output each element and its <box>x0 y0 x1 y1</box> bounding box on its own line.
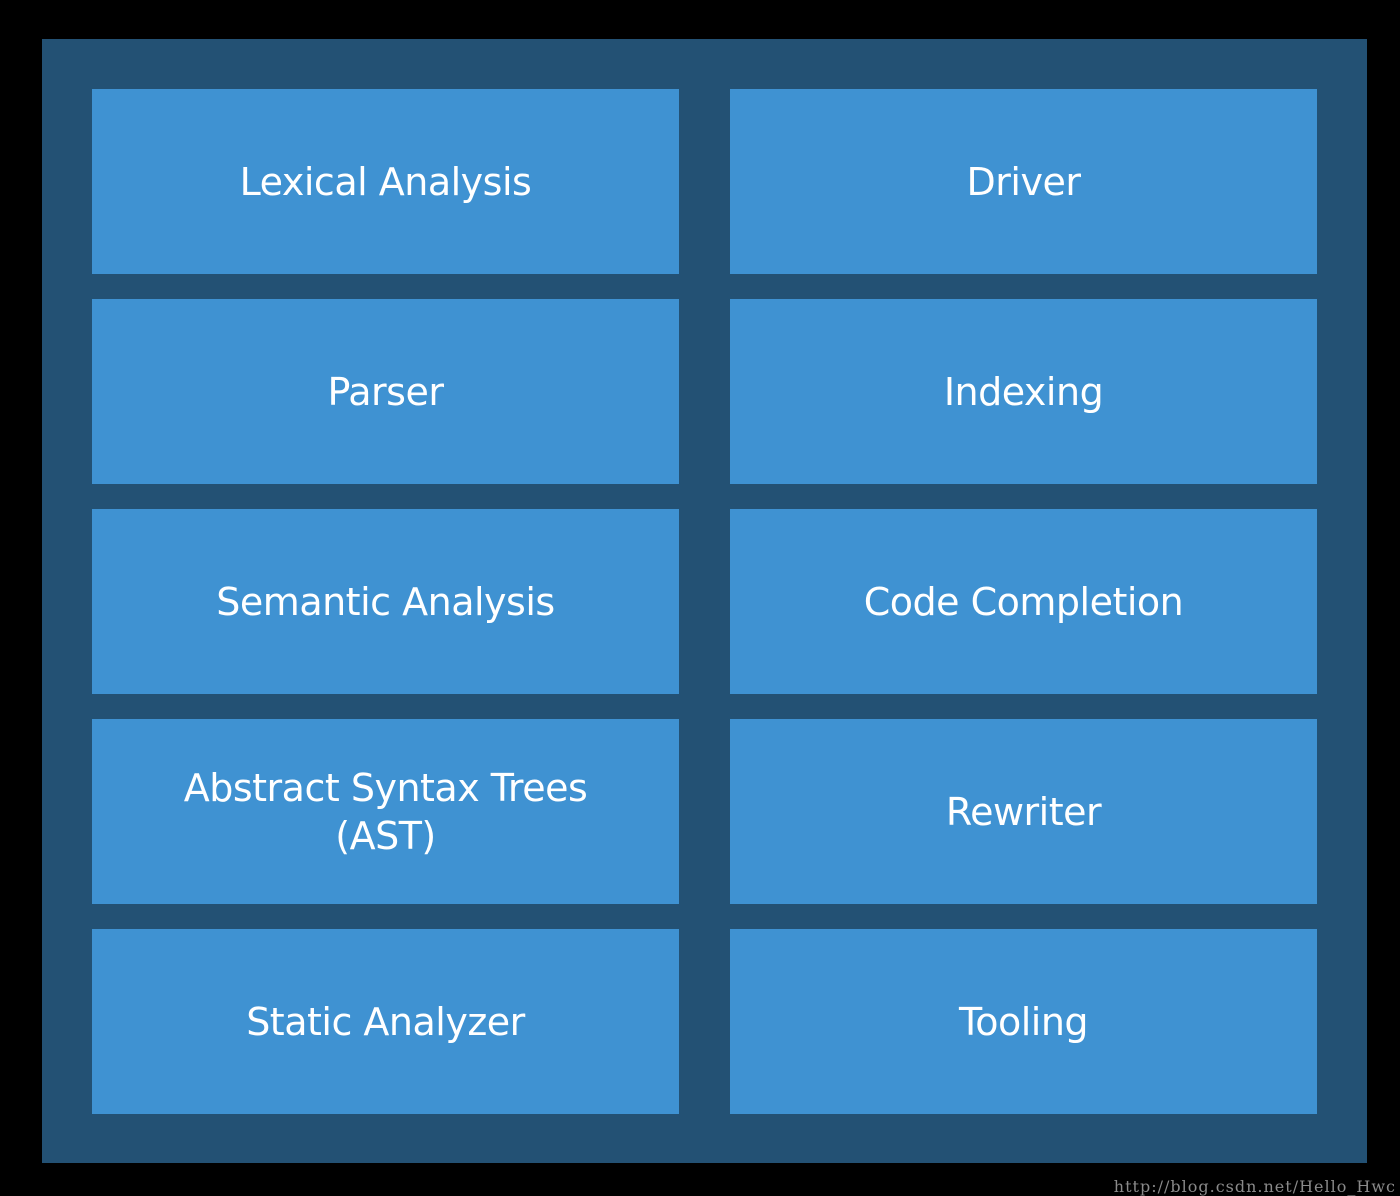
cell-abstract-syntax-trees: Abstract Syntax Trees (AST) <box>92 719 679 904</box>
cell-label: Semantic Analysis <box>216 579 555 624</box>
cell-label: Abstract Syntax Trees (AST) <box>183 765 588 858</box>
cell-label: Code Completion <box>863 579 1184 624</box>
diagram-panel: Lexical Analysis Driver Parser Indexing … <box>42 39 1367 1163</box>
cell-label: Rewriter <box>945 789 1102 834</box>
component-grid: Lexical Analysis Driver Parser Indexing … <box>92 89 1317 1114</box>
cell-driver: Driver <box>730 89 1317 274</box>
cell-lexical-analysis: Lexical Analysis <box>92 89 679 274</box>
cell-label: Parser <box>327 369 444 414</box>
cell-tooling: Tooling <box>730 929 1317 1114</box>
cell-parser: Parser <box>92 299 679 484</box>
cell-label: Tooling <box>958 999 1089 1044</box>
cell-label: Driver <box>966 159 1081 204</box>
cell-label: Indexing <box>943 369 1104 414</box>
cell-code-completion: Code Completion <box>730 509 1317 694</box>
cell-label: Static Analyzer <box>246 999 525 1044</box>
cell-rewriter: Rewriter <box>730 719 1317 904</box>
cell-label: Lexical Analysis <box>239 159 532 204</box>
cell-semantic-analysis: Semantic Analysis <box>92 509 679 694</box>
watermark-url: http://blog.csdn.net/Hello_Hwc <box>1113 1177 1396 1196</box>
cell-indexing: Indexing <box>730 299 1317 484</box>
cell-static-analyzer: Static Analyzer <box>92 929 679 1114</box>
